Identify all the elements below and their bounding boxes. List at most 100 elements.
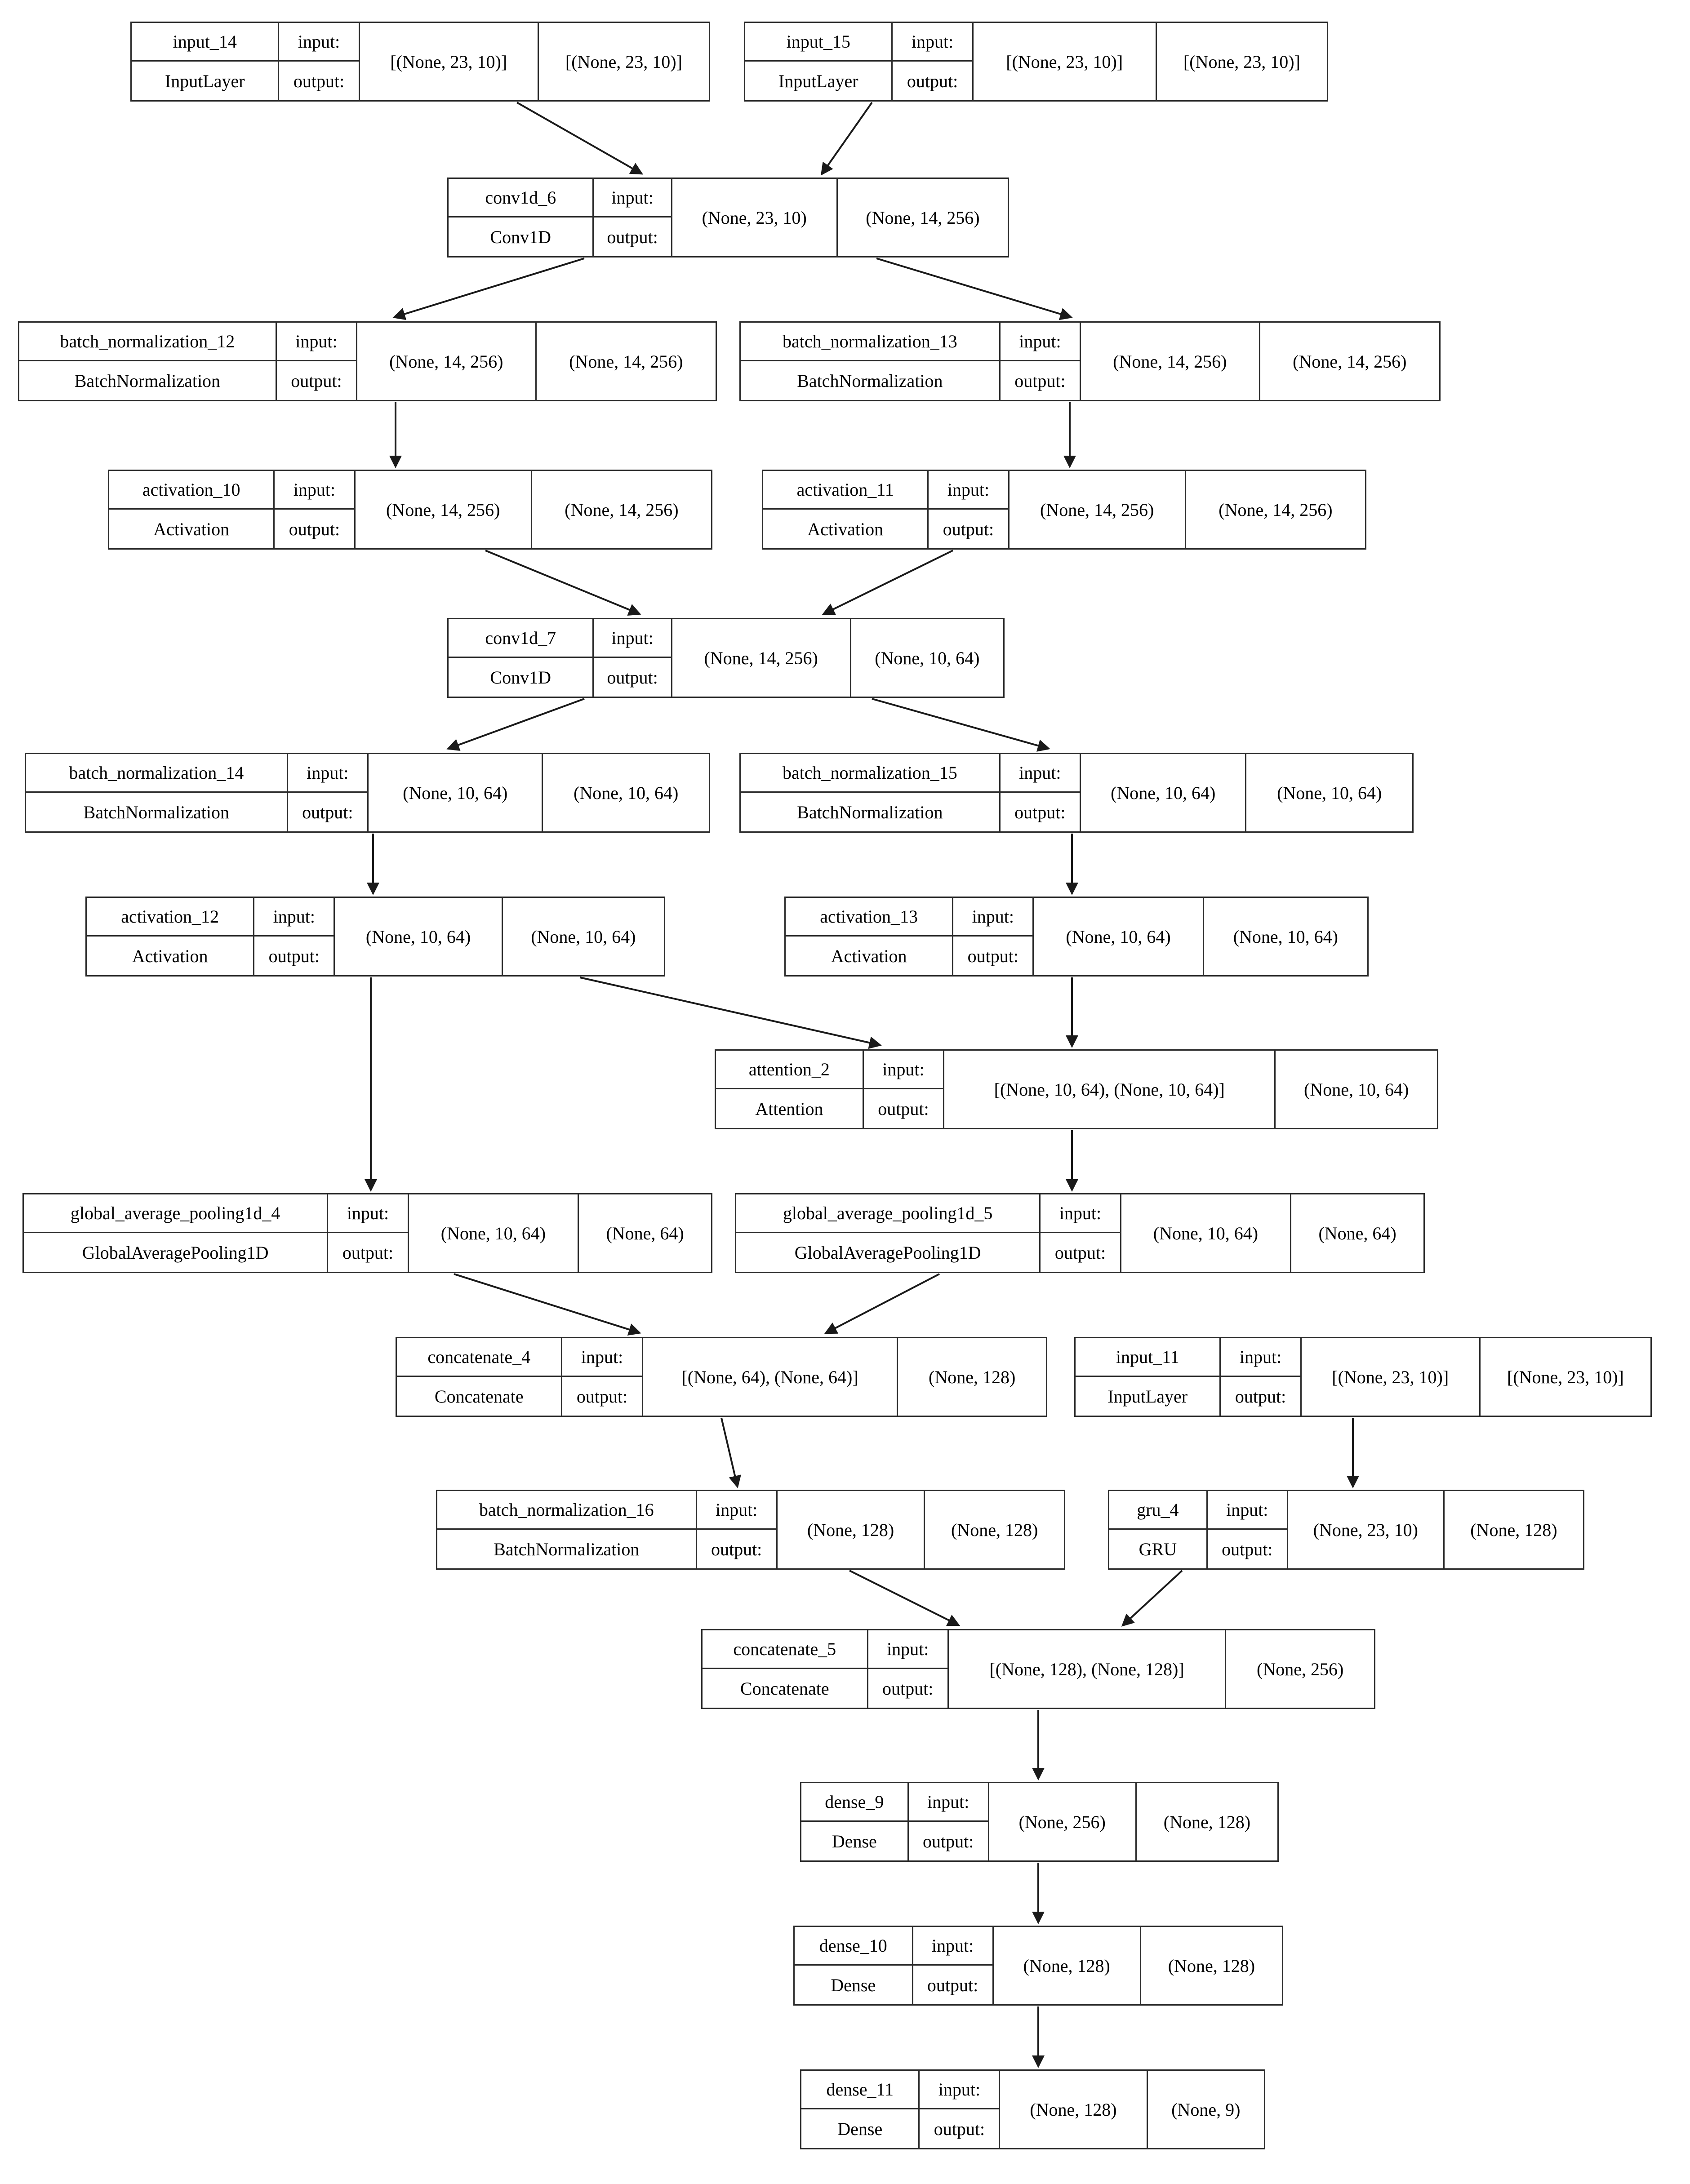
layer-class: BatchNormalization [83,802,230,822]
output-shape-cell: (None, 128) [951,1519,1038,1540]
layer-class: Activation [807,519,884,539]
output-label: output: [268,946,320,966]
edge-gru_4-to-concatenate_5 [1121,1570,1183,1627]
io-label-column: input:output: [1041,1194,1121,1272]
layer-name: batch_normalization_13 [741,323,999,361]
io-label-column: input:output: [594,619,672,697]
input-shape-cell: (None, 14, 256) [356,471,532,548]
output-shape-cell: (None, 10, 64) [574,782,679,803]
input-shape-cell: (None, 10, 64) [335,898,503,975]
layer-class: Attention [755,1098,823,1119]
layer-name: activation_11 [763,471,928,510]
io-label-column: input:output: [594,179,672,256]
output-shape-cell: (None, 14, 256) [866,207,980,228]
layer-class: GlobalAveragePooling1D [794,1242,981,1263]
io-label-column: input:output: [929,471,1010,548]
layer-name: batch_normalization_16 [437,1491,696,1530]
output-shape-cell: (None, 10, 64) [1277,782,1382,803]
input-label: input: [868,1630,947,1669]
output-label: output: [711,1539,762,1559]
layer-name: input_14 [132,23,278,62]
io-label-column: input:output: [920,2071,1001,2148]
input-label: input: [1041,1194,1120,1233]
layer-class: BatchNormalization [797,370,943,391]
input-label: input: [594,179,671,218]
input-label: input: [254,898,334,937]
io-label-column: input:output: [288,754,369,831]
input-shape-cell: [(None, 64), (None, 64)] [643,1338,898,1416]
output-label: output: [1014,370,1066,391]
input-label: input: [1221,1338,1300,1377]
input-label: input: [279,23,359,62]
layer-class: Activation [132,946,208,966]
layer-class: InputLayer [1107,1386,1188,1407]
io-label-column: input:output: [1000,323,1081,400]
layer-name: global_average_pooling1d_4 [24,1194,327,1233]
output-shape-cell: (None, 14, 256) [1293,351,1407,372]
output-label: output: [607,667,658,688]
output-shape-cell: (None, 10, 64) [531,926,636,947]
io-label-column: input: output: [868,1630,949,1708]
io-label-column: input:output: [276,323,358,400]
io-label-column: input:output: [913,1927,994,2004]
layer-class: InputLayer [165,71,245,91]
layer-class: Activation [153,519,230,539]
layer-name: activation_10 [109,471,274,510]
output-label: output: [907,71,958,91]
io-label-column: input:output: [279,23,360,100]
output-shape-cell: (None, 128) [929,1367,1016,1387]
output-label: output: [1014,802,1066,822]
io-label-column: input:output: [328,1194,409,1272]
input-shape-cell: [(None, 23, 10)] [974,23,1157,100]
io-label-column: input:output: [1207,1491,1288,1568]
edge-conv1d_7-to-batch_normalization_14 [446,698,585,751]
layer-name: input_11 [1076,1338,1220,1377]
input-label: input: [697,1491,776,1530]
output-shape-cell: (None, 10, 64) [875,648,980,668]
edge-concatenate_4-to-batch_normalization_16 [720,1417,741,1488]
edge-activation_12-to-attention_2 [579,977,882,1049]
output-label: output: [576,1386,628,1407]
input-shape-cell: (None, 10, 64) [1034,898,1204,975]
edge-input_15-to-conv1d_6 [820,102,873,176]
input-label: input: [863,1051,943,1089]
layer-name: dense_10 [795,1927,912,1966]
layer-name: activation_13 [786,898,952,937]
output-label: output: [291,370,342,391]
output-shape-cell: (None, 64) [606,1223,684,1243]
output-shape-cell: (None, 128) [1168,1955,1255,1976]
layer-name: concatenate_4 [397,1338,561,1377]
input-label: input: [929,471,1008,510]
output-label: output: [922,1831,974,1851]
layer-class: Conv1D [490,226,551,247]
layer-class: InputLayer [778,71,858,91]
output-label: output: [882,1678,934,1699]
output-label: output: [302,802,353,822]
input-shape-cell: (None, 10, 64) [1121,1194,1292,1272]
layer-name: conv1d_7 [449,619,593,658]
layer-name: conv1d_6 [449,179,593,218]
edge-activation_10-to-conv1d_7 [485,550,641,616]
input-shape-cell: (None, 23, 10) [1288,1491,1445,1568]
output-shape-cell: [(None, 23, 10)] [1507,1367,1624,1387]
layer-class: GRU [1139,1539,1177,1559]
layer-name: input_15 [745,23,892,62]
